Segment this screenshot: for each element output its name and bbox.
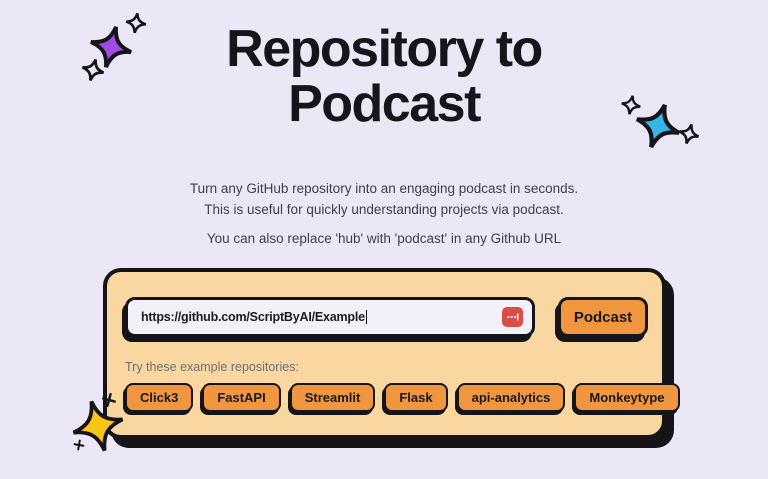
intro-hint: You can also replace 'hub' with 'podcast… (206, 231, 562, 246)
url-input-value: https://github.com/ScriptByAI/Example (141, 310, 365, 324)
examples-label: Try these example repositories: (125, 360, 299, 374)
page-title: Repository to Podcast (0, 20, 768, 134)
autofill-extension-icon[interactable] (502, 307, 523, 327)
example-chip-flask[interactable]: Flask (384, 383, 448, 412)
url-row: https://github.com/ScriptByAI/Example Po… (125, 297, 648, 337)
example-chip-fastapi[interactable]: FastAPI (202, 383, 281, 412)
text-caret (365, 310, 368, 324)
intro-paragraph: Turn any GitHub repository into an engag… (0, 178, 768, 220)
example-chips: Click3 FastAPI Streamlit Flask api-analy… (125, 383, 680, 412)
plus-sparkle-icon (73, 439, 85, 451)
converter-card: https://github.com/ScriptByAI/Example Po… (103, 268, 680, 439)
example-chip-click3[interactable]: Click3 (125, 383, 194, 412)
autofill-dots-icon (507, 313, 519, 321)
url-input[interactable]: https://github.com/ScriptByAI/Example (125, 297, 535, 337)
example-chip-api-analytics[interactable]: api-analytics (456, 383, 566, 412)
intro-line-2: This is useful for quickly understanding… (204, 202, 564, 217)
page-title-text: Repository to Podcast (226, 20, 543, 134)
intro-line-1: Turn any GitHub repository into an engag… (189, 181, 579, 196)
example-chip-streamlit[interactable]: Streamlit (289, 383, 376, 412)
example-chip-monkeytype[interactable]: Monkeytype (574, 383, 680, 412)
podcast-submit-button[interactable]: Podcast (558, 297, 648, 337)
